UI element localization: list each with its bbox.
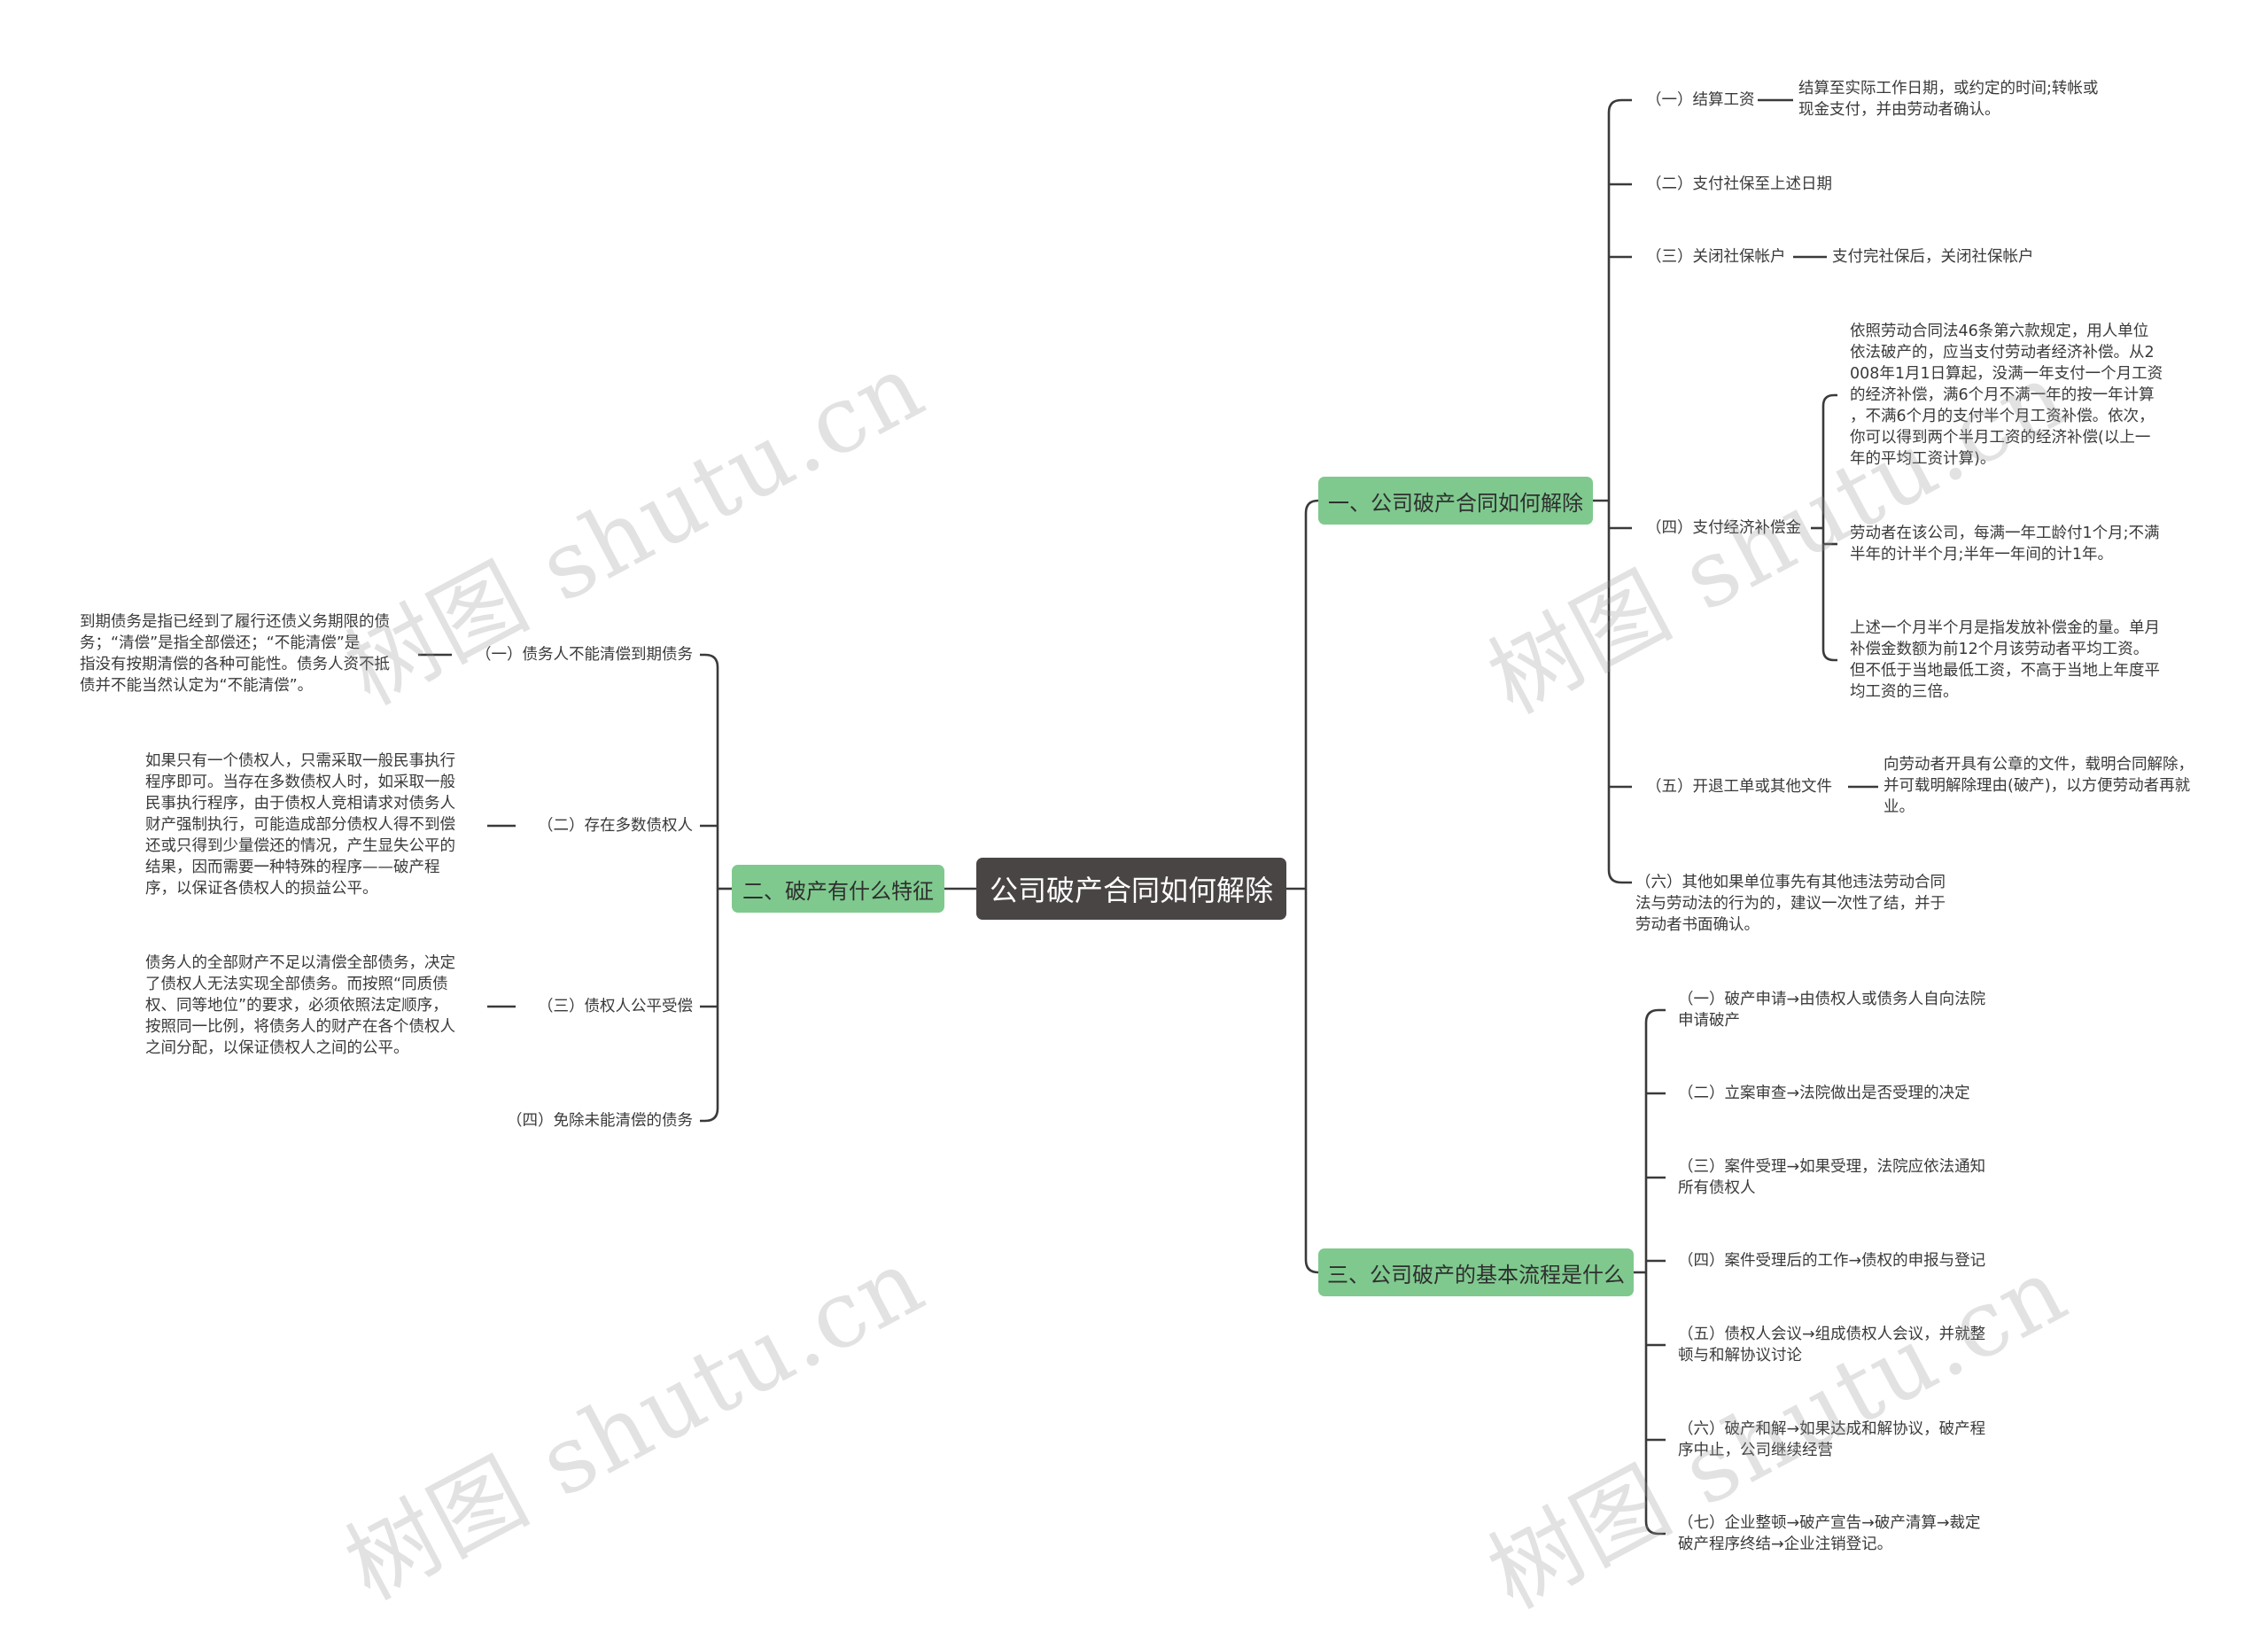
b2-item-3-detail: 债务人的全部财产不足以清偿全部债务，决定了债权人无法实现全部债务。而按照“同质债… bbox=[145, 954, 455, 1057]
b1-item-3-label[interactable]: （三）关闭社保帐户 bbox=[1646, 248, 1786, 266]
b3-item-1[interactable]: （一）破产申请→由债权人或债务人自向法院申请破产 bbox=[1678, 991, 1986, 1030]
b1-item-4-detail-3: 上述一个月半个月是指发放补偿金的量。单月补偿金数额为前12个月该劳动者平均工资。… bbox=[1850, 619, 2160, 701]
branch-bankruptcy-process[interactable]: 三、公司破产的基本流程是什么 bbox=[1318, 1248, 1634, 1296]
b3-item-5[interactable]: （五）债权人会议→组成债权人会议，并就整顿与和解协议讨论 bbox=[1678, 1326, 1986, 1365]
b3-item-6[interactable]: （六）破产和解→如果达成和解协议，破产程序中止，公司继续经营 bbox=[1678, 1420, 1986, 1459]
b1-item-1-detail: 结算至实际工作日期，或约定的时间;转帐或现金支付，并由劳动者确认。 bbox=[1798, 80, 2099, 119]
b1-item-5-detail: 向劳动者开具有公章的文件，载明合同解除，并可载明解除理由(破产)，以方便劳动者再… bbox=[1884, 756, 2194, 816]
b2-item-2-label[interactable]: （二）存在多数债权人 bbox=[538, 817, 693, 835]
b1-item-2-label[interactable]: （二）支付社保至上述日期 bbox=[1646, 175, 1832, 193]
connector-line-19 bbox=[1821, 649, 1837, 662]
b1-item-6-label[interactable]: （六）其他如果单位事先有其他违法劳动合同法与劳动法的行为的，建议一次性了结，并于… bbox=[1635, 874, 1946, 934]
b3-item-7[interactable]: （七）企业整顿→破产宣告→破产清算→裁定破产程序终结→企业注销登记。 bbox=[1678, 1514, 1981, 1553]
connector-line-23 bbox=[1644, 1008, 1666, 1023]
b1-item-3-detail: 支付完社保后，关闭社保帐户 bbox=[1832, 248, 2034, 266]
connector-line-7 bbox=[1607, 98, 1632, 113]
connector-line-2 bbox=[1304, 499, 1319, 514]
b1-item-5-label[interactable]: （五）开退工单或其他文件 bbox=[1646, 778, 1832, 796]
connector-line-17 bbox=[1821, 393, 1837, 407]
b1-item-4-detail-2: 劳动者在该公司，每满一年工龄付1个月;不满半年的计半个月;半年一年间的计1年。 bbox=[1850, 525, 2160, 564]
central-topic[interactable]: 公司破产合同如何解除 bbox=[976, 858, 1286, 920]
b2-item-3-label[interactable]: （三）债权人公平受偿 bbox=[538, 998, 693, 1015]
connector-line-12 bbox=[1607, 869, 1632, 884]
connector-line-35 bbox=[700, 1108, 719, 1123]
connector-line-3 bbox=[1304, 1259, 1319, 1274]
b2-item-1-label[interactable]: （一）债务人不能清偿到期债务 bbox=[476, 646, 693, 664]
b3-item-2[interactable]: （二）立案审查→法院做出是否受理的决定 bbox=[1678, 1085, 1970, 1102]
b2-item-4-label[interactable]: （四）免除未能清偿的债务 bbox=[507, 1112, 693, 1130]
b2-item-2-detail: 如果只有一个债权人，只需采取一般民事执行程序即可。当存在多数债权人时，如采取一般… bbox=[145, 752, 455, 898]
b1-item-4-detail-1: 依照劳动合同法46条第六款规定，用人单位依法破产的，应当支付劳动者经济补偿。从2… bbox=[1850, 323, 2163, 468]
b1-item-1-label[interactable]: （一）结算工资 bbox=[1646, 91, 1755, 109]
connector-line-32 bbox=[700, 653, 719, 668]
connector-line-29 bbox=[1644, 1520, 1666, 1536]
b3-item-4[interactable]: （四）案件受理后的工作→债权的申报与登记 bbox=[1678, 1252, 1986, 1270]
b1-item-4-label[interactable]: （四）支付经济补偿金 bbox=[1646, 519, 1801, 537]
b2-item-1-detail: 到期债务是指已经到了履行还债义务期限的债务；“清偿”是指全部偿还；“不能清偿”是… bbox=[80, 613, 390, 695]
branch-contract-termination[interactable]: 一、公司破产合同如何解除 bbox=[1318, 477, 1593, 525]
b3-item-3[interactable]: （三）案件受理→如果受理，法院应依法通知所有债权人 bbox=[1678, 1158, 1986, 1197]
branch-bankruptcy-features[interactable]: 二、破产有什么特征 bbox=[732, 865, 944, 913]
